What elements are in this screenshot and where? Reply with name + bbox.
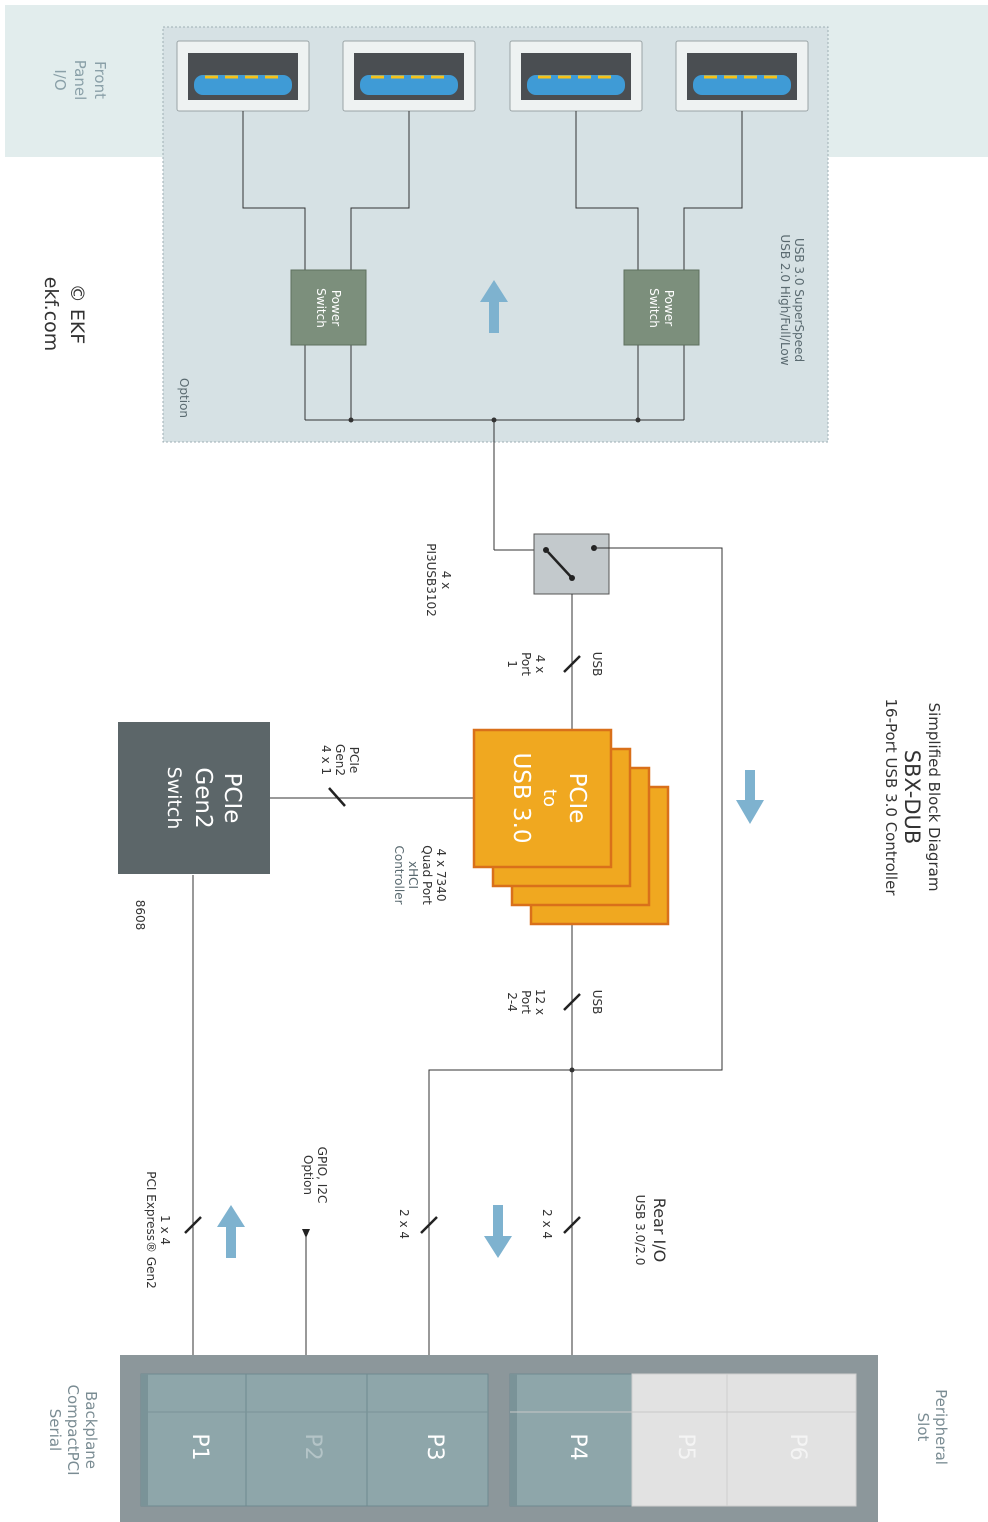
pcie-switch-part: 8608	[133, 900, 147, 931]
svg-text:Switch: Switch	[163, 767, 185, 830]
svg-text:USB 3.0 SuperSpeed: USB 3.0 SuperSpeed	[792, 238, 806, 362]
rear-io-label: Rear I/O USB 3.0/2.0	[633, 1195, 669, 1266]
svg-text:Serial: Serial	[46, 1409, 64, 1451]
svg-text:PI3USB3102: PI3USB3102	[424, 543, 438, 617]
usb-port24-label: 12 x Port 2-4	[505, 989, 547, 1015]
usb-connector-4	[675, 40, 809, 112]
bus-label-p4: 2 x 4	[540, 1209, 554, 1239]
svg-text:Backplane: Backplane	[82, 1391, 100, 1469]
svg-text:to: to	[539, 789, 560, 807]
svg-text:Port: Port	[519, 652, 533, 676]
usb-connector-1	[176, 40, 310, 112]
connector-p1: P1	[187, 1433, 212, 1460]
usb-connector-3	[509, 40, 643, 112]
svg-text:12 x: 12 x	[533, 989, 547, 1015]
front-panel-label: Front Panel I/O	[51, 60, 109, 100]
svg-text:I/O: I/O	[51, 69, 69, 90]
svg-text:PCIe: PCIe	[564, 773, 590, 824]
svg-text:1 x 4: 1 x 4	[158, 1215, 172, 1245]
bus-label-p3: 2 x 4	[397, 1209, 411, 1239]
svg-text:Switch: Switch	[314, 288, 328, 328]
diagram-title: Simplified Block Diagram SBX-DUB 16-Port…	[882, 699, 943, 897]
arrow-up-pcie-icon	[217, 1205, 245, 1258]
gpio-arrow-icon	[302, 1229, 310, 1238]
connector-p4: P4	[565, 1433, 590, 1460]
usb-connector-2	[342, 40, 476, 112]
svg-text:PCIe: PCIe	[347, 747, 361, 774]
usb-port1-label: 4 x Port 1	[505, 652, 547, 676]
svg-text:Quad Port: Quad Port	[420, 845, 434, 905]
svg-text:SBX-DUB: SBX-DUB	[900, 750, 924, 845]
connector-p6: P6	[785, 1433, 810, 1460]
svg-text:4 x 7340: 4 x 7340	[434, 849, 448, 902]
svg-text:Port: Port	[519, 990, 533, 1014]
svg-text:Slot: Slot	[914, 1413, 932, 1442]
svg-text:Gen2: Gen2	[190, 767, 216, 828]
svg-text:Gen2: Gen2	[333, 744, 347, 776]
option-label: Option	[177, 378, 191, 418]
svg-text:USB 3.0/2.0: USB 3.0/2.0	[633, 1195, 647, 1266]
mux-label: 4 x PI3USB3102	[424, 543, 453, 617]
svg-text:ekf.com: ekf.com	[40, 277, 62, 352]
bus-ticks	[184, 655, 581, 1234]
pcie-switch: PCIe Gen2 Switch	[118, 722, 270, 874]
connector-p3: P3	[422, 1433, 447, 1460]
svg-text:4 x: 4 x	[533, 655, 547, 674]
connector-p5: P5	[673, 1433, 698, 1460]
svg-text:4 x 1: 4 x 1	[319, 745, 333, 775]
svg-text:Panel: Panel	[71, 60, 89, 100]
connector-p2: P2	[300, 1433, 325, 1460]
pcie-link-label: PCIe Gen2 4 x 1	[319, 744, 361, 776]
arrow-up-icon	[480, 280, 508, 333]
svg-text:xHCI: xHCI	[406, 861, 420, 889]
svg-text:USB 3.0: USB 3.0	[508, 752, 534, 843]
svg-text:1: 1	[505, 660, 519, 668]
bus-wiring	[192, 547, 723, 1355]
arrow-down-rear-icon	[484, 1205, 512, 1258]
svg-text:Switch: Switch	[647, 288, 661, 328]
svg-text:GPIO, I2C: GPIO, I2C	[315, 1147, 329, 1204]
svg-text:USB 2.0 High/Full/Low: USB 2.0 High/Full/Low	[778, 234, 792, 365]
svg-text:Power: Power	[662, 290, 676, 326]
copyright: © EKF ekf.com	[40, 277, 88, 352]
svg-text:Power: Power	[329, 290, 343, 326]
usb-port24-bus: USB	[590, 990, 604, 1015]
pcie-bus-label: 1 x 4 PCI Express® Gen2	[144, 1171, 172, 1289]
controller-stack: PCIe to USB 3.0	[472, 728, 670, 926]
svg-text:Simplified Block Diagram: Simplified Block Diagram	[925, 703, 943, 892]
arrow-down-icon-right	[736, 770, 764, 824]
svg-text:Option: Option	[301, 1155, 315, 1195]
power-switch-right: Power Switch	[623, 269, 700, 346]
svg-text:Peripheral: Peripheral	[932, 1389, 950, 1465]
option-usb-label: USB 3.0 SuperSpeed USB 2.0 High/Full/Low	[778, 234, 806, 365]
power-switch-left: Power Switch	[290, 269, 367, 346]
backplane-label: Backplane CompactPCI Serial	[46, 1384, 100, 1475]
svg-text:16-Port USB 3.0 Controller: 16-Port USB 3.0 Controller	[882, 699, 900, 897]
controller-desc: 4 x 7340 Quad Port xHCI Controller	[392, 845, 448, 905]
peripheral-slot-label: Peripheral Slot	[914, 1389, 950, 1465]
svg-text:Rear I/O: Rear I/O	[650, 1198, 669, 1262]
svg-text:PCIe: PCIe	[219, 773, 245, 824]
usb-port1-bus: USB	[590, 652, 604, 677]
svg-text:2-4: 2-4	[505, 992, 519, 1012]
svg-text:Controller: Controller	[392, 845, 406, 904]
svg-text:© EKF: © EKF	[66, 284, 88, 344]
svg-text:CompactPCI: CompactPCI	[64, 1384, 82, 1475]
backplane	[120, 1355, 878, 1522]
svg-text:4 x: 4 x	[439, 571, 453, 590]
gpio-label: GPIO, I2C Option	[301, 1147, 329, 1204]
svg-text:PCI Express® Gen2: PCI Express® Gen2	[144, 1171, 158, 1289]
mux-switch	[493, 420, 610, 595]
svg-text:Front: Front	[91, 61, 109, 99]
